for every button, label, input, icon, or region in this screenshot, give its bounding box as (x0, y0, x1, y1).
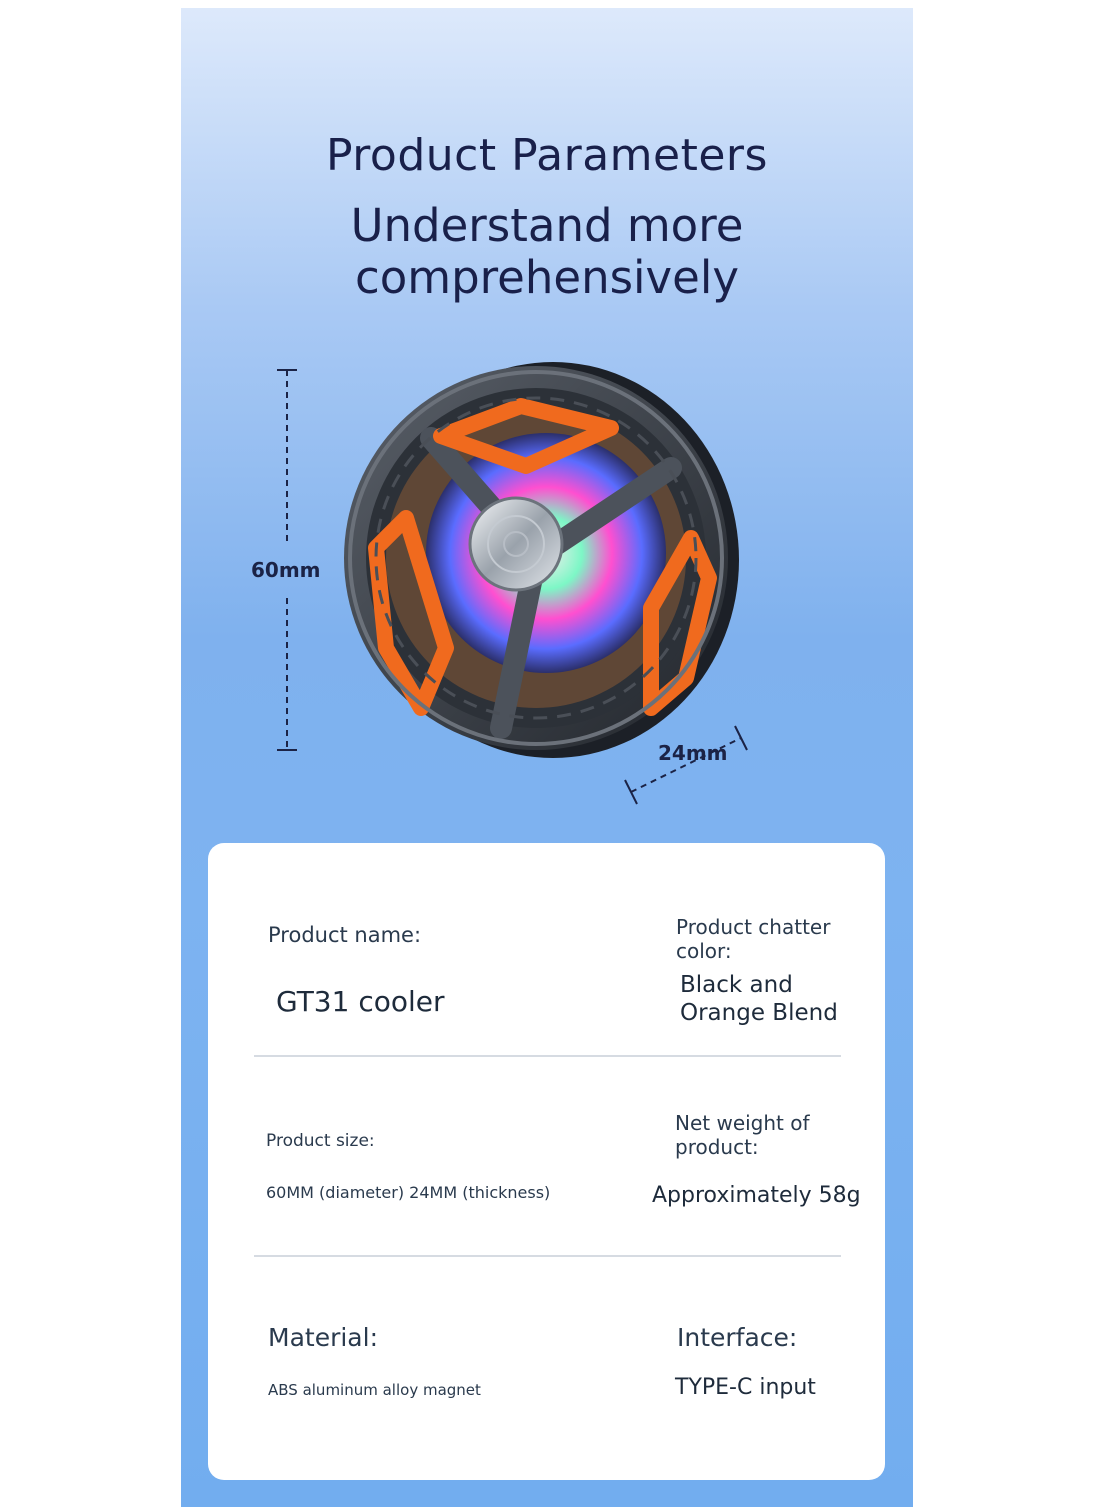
color-label-line-1: Product chatter (676, 915, 831, 939)
depth-dimension-label: 24mm (658, 741, 728, 765)
color-label-line-2: color: (676, 939, 732, 963)
product-name-label: Product name: (268, 923, 422, 947)
product-size-label: Product size: (266, 1131, 375, 1151)
page-subtitle: Understand more comprehensively (181, 200, 913, 304)
weight-label: Net weight of product: (675, 1111, 810, 1159)
weight-label-line-2: product: (675, 1135, 759, 1159)
specifications-card: Product name: GT31 cooler Product chatte… (208, 843, 885, 1480)
color-value: Black and Orange Blend (680, 971, 838, 1027)
cooler-product-image (277, 362, 748, 805)
row-divider-1 (254, 1055, 841, 1057)
height-dimension-line (277, 369, 297, 751)
interface-label: Interface: (677, 1323, 798, 1352)
product-parameters-panel: Product Parameters Understand more compr… (181, 8, 913, 1507)
page-title: Product Parameters (326, 130, 768, 181)
interface-value: TYPE-C input (675, 1375, 816, 1400)
weight-label-line-1: Net weight of (675, 1111, 810, 1135)
product-name-value: GT31 cooler (276, 985, 445, 1018)
material-value: ABS aluminum alloy magnet (268, 1381, 481, 1399)
row-divider-2 (254, 1255, 841, 1257)
cooler-body (344, 362, 739, 758)
product-size-value: 60MM (diameter) 24MM (thickness) (266, 1183, 551, 1202)
weight-value: Approximately 58g (652, 1183, 861, 1208)
color-value-line-2: Orange Blend (680, 1000, 838, 1026)
subtitle-line-1: Understand more (350, 199, 744, 252)
subtitle-line-2: comprehensively (355, 251, 739, 304)
material-label: Material: (268, 1323, 378, 1352)
color-label: Product chatter color: (676, 915, 830, 963)
height-dimension-label: 60mm (251, 558, 321, 582)
depth-dimension-line (624, 725, 748, 805)
color-value-line-1: Black and (680, 972, 793, 998)
